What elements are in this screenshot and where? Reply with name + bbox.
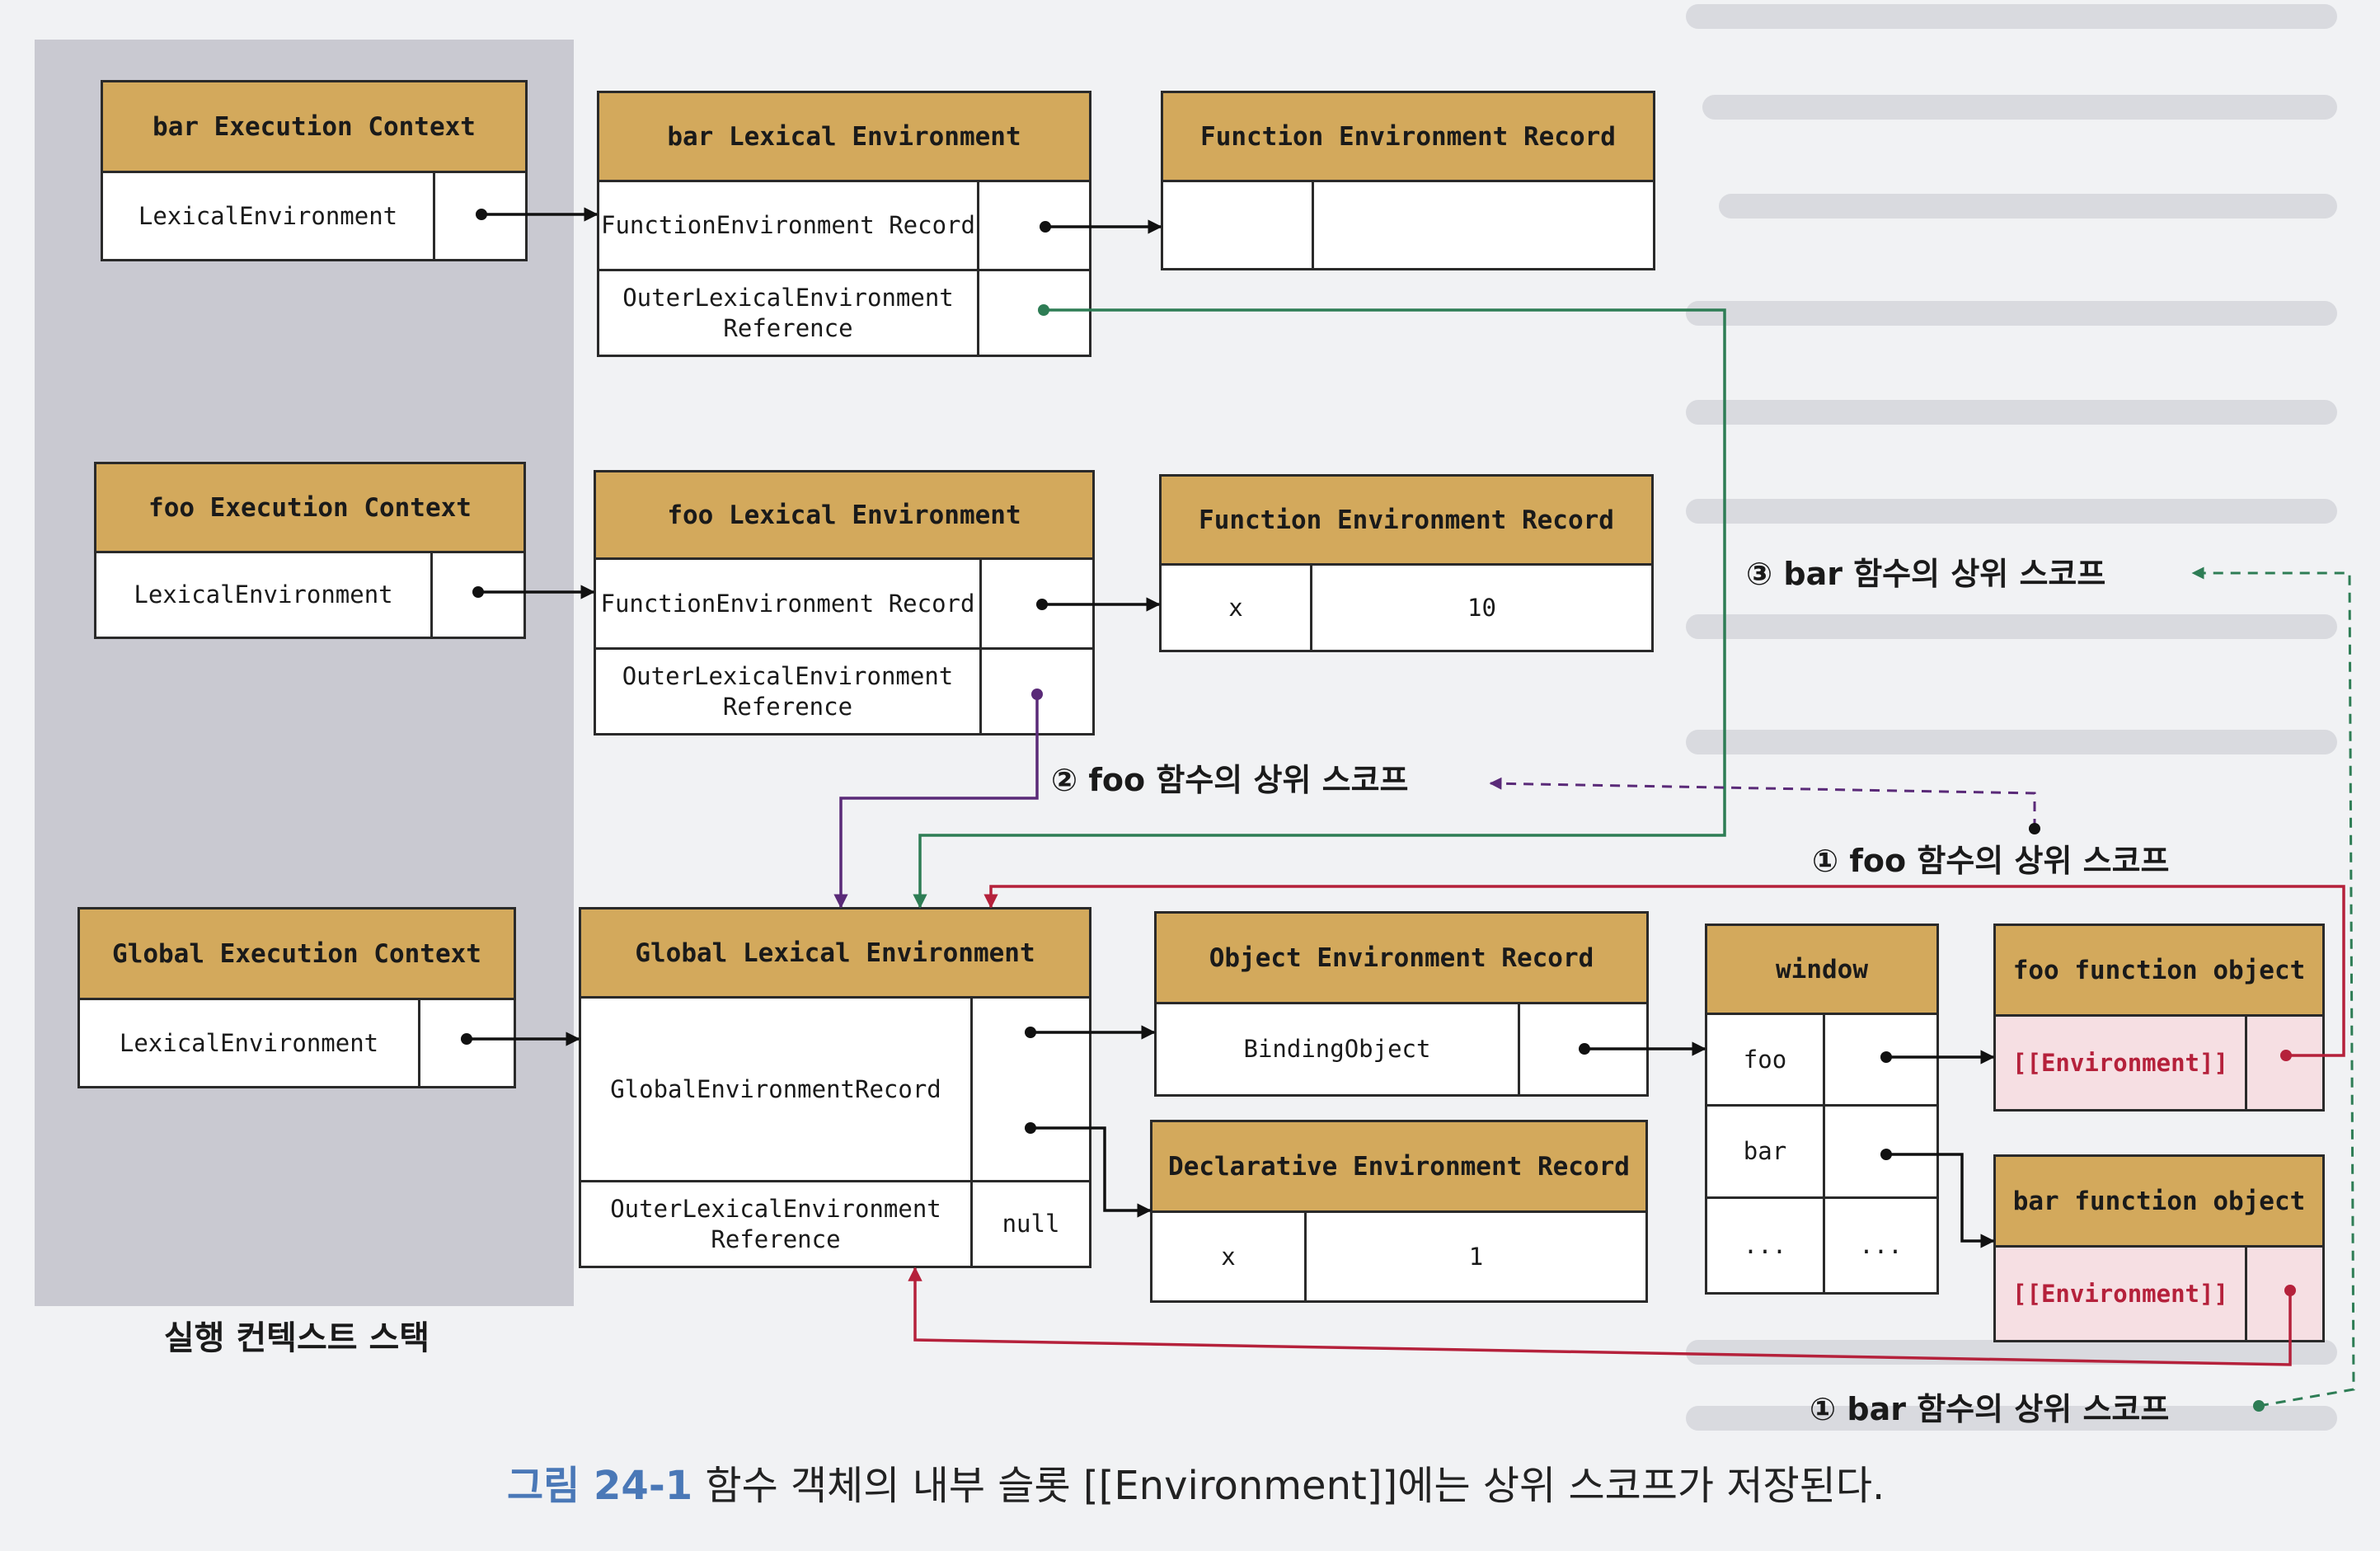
bar-ec-pointer-cell <box>433 173 525 259</box>
global-le-ger: GlobalEnvironmentRecord <box>610 1074 941 1103</box>
foo-le-outer: OuterLexicalEnvironment Reference <box>596 647 979 733</box>
bar-le-title: bar Lexical Environment <box>599 93 1089 182</box>
dot-bar-outer <box>1038 304 1049 316</box>
global-le-outer-null: null <box>970 1180 1089 1266</box>
dot-foo-fer <box>1036 599 1048 610</box>
window-row-foo: foo <box>1743 1045 1787 1074</box>
foo-le-title: foo Lexical Environment <box>596 472 1092 560</box>
bar-fer-value-cell <box>1312 182 1653 268</box>
arrow-bar-env-to-global-le <box>908 1267 2292 1366</box>
foo-le-fer: FunctionEnvironment Record <box>600 589 975 618</box>
annotation-foo-upper-scope-2: ② foo 함수의 상위 스코프 <box>1051 762 1409 798</box>
dot-ger-1 <box>1025 1027 1036 1038</box>
window-row-ellipsis-value: ... <box>1823 1196 1936 1292</box>
dot-window-foo <box>1880 1051 1892 1063</box>
foo-le-outer-pointer <box>979 647 1092 733</box>
dot-binding-object <box>1579 1043 1590 1055</box>
foo-function-environment-record: Function Environment Record x 10 <box>1159 474 1654 652</box>
foo-ec-title: foo Execution Context <box>96 464 523 553</box>
declarative-er-value: 1 <box>1304 1213 1645 1300</box>
foo-fer-title: Function Environment Record <box>1162 477 1651 566</box>
declarative-environment-record: Declarative Environment Record x 1 <box>1150 1120 1648 1303</box>
foo-fn-environment-slot: [[Environment]] <box>1996 1017 2245 1109</box>
dot-ger-2 <box>1025 1122 1036 1134</box>
foo-ec-lexenv: LexicalEnvironment <box>134 580 393 609</box>
arrow-foo-env-to-global-le <box>983 885 2345 1057</box>
declarative-er-key: x <box>1221 1242 1236 1271</box>
arrow-ger-to-declarative-er <box>1030 1126 1152 1218</box>
annotation-foo-upper-scope-1: ① foo 함수의 상위 스코프 <box>1812 843 2170 879</box>
bar-le-outer-pointer <box>977 269 1089 355</box>
dot-bar-fer <box>1040 221 1051 233</box>
object-er-binding-pointer <box>1518 1004 1646 1094</box>
window-title: window <box>1707 926 1936 1015</box>
dot-bar-annotation <box>2253 1400 2265 1412</box>
declarative-er-title: Declarative Environment Record <box>1152 1122 1645 1213</box>
dot-bar-ec <box>476 209 487 220</box>
dot-foo-annotation <box>2029 823 2040 834</box>
global-le-outer: OuterLexicalEnvironment Reference <box>581 1180 970 1266</box>
window-row-foo-pointer <box>1823 1015 1936 1104</box>
leader-bar-upper-scope <box>2191 566 2355 1408</box>
bar-fn-environment-pointer <box>2245 1248 2322 1340</box>
dot-foo-ec <box>472 586 484 598</box>
foo-fn-title: foo function object <box>1996 926 2322 1017</box>
foo-le-fer-pointer <box>979 560 1092 647</box>
bar-ec-lexenv: LexicalEnvironment <box>138 201 398 230</box>
annotation-bar-upper-scope-1: ① bar 함수의 상위 스코프 <box>1810 1391 2170 1427</box>
bar-fn-title: bar function object <box>1996 1157 2322 1248</box>
window-row-bar: bar <box>1707 1104 1823 1196</box>
foo-lexical-environment: foo Lexical Environment FunctionEnvironm… <box>594 470 1095 736</box>
leader-foo-upper-scope <box>1489 777 2036 829</box>
bar-fer-title: Function Environment Record <box>1163 93 1653 182</box>
dot-global-ec <box>461 1033 472 1045</box>
global-ec-lexenv: LexicalEnvironment <box>119 1028 379 1057</box>
object-er-title: Object Environment Record <box>1157 914 1646 1004</box>
arrow-foo-outer-to-global-le <box>833 694 1039 909</box>
object-er-binding: BindingObject <box>1243 1035 1431 1064</box>
figure-caption-text: 함수 객체의 내부 슬롯 [[Environment]]에는 상위 스코프가 저… <box>692 1463 1885 1509</box>
global-execution-context: Global Execution Context LexicalEnvironm… <box>77 907 516 1088</box>
stack-label: 실행 컨텍스트 스택 <box>163 1319 430 1357</box>
figure-caption: 그림 24-1 함수 객체의 내부 슬롯 [[Environment]]에는 상… <box>507 1453 1885 1511</box>
bar-fn-environment-slot: [[Environment]] <box>1996 1248 2245 1340</box>
global-le-title: Global Lexical Environment <box>581 909 1089 999</box>
dot-foo-fn-env <box>2280 1050 2292 1061</box>
foo-fer-value: 10 <box>1310 566 1651 650</box>
dot-window-bar <box>1880 1149 1892 1160</box>
arrow-bar-outer-to-global-le <box>913 308 1726 909</box>
global-ec-pointer-cell <box>418 1000 514 1086</box>
global-ec-title: Global Execution Context <box>80 909 514 1000</box>
bar-le-fer: FunctionEnvironment Record <box>601 211 975 240</box>
bar-lexical-environment: bar Lexical Environment FunctionEnvironm… <box>597 91 1091 357</box>
bar-function-environment-record: Function Environment Record <box>1161 91 1655 270</box>
arrow-window-bar-to-bar-fn <box>1886 1153 1995 1248</box>
dot-foo-outer <box>1031 689 1043 700</box>
bar-function-object: bar function object [[Environment]] <box>1993 1154 2325 1342</box>
window-row-ellipsis-key: ... <box>1707 1196 1823 1292</box>
global-le-ger-pointers <box>970 999 1089 1180</box>
foo-fn-environment-pointer <box>2245 1017 2322 1109</box>
foo-execution-context: foo Execution Context LexicalEnvironment <box>94 462 526 639</box>
dot-bar-fn-env <box>2284 1285 2296 1296</box>
bar-ec-title: bar Execution Context <box>103 82 525 173</box>
object-environment-record: Object Environment Record BindingObject <box>1154 911 1649 1097</box>
foo-fer-key: x <box>1228 593 1243 622</box>
window-object: window foo bar ... ... <box>1705 924 1939 1295</box>
window-row-bar-pointer <box>1823 1104 1936 1196</box>
annotation-bar-upper-scope-3: ③ bar 함수의 상위 스코프 <box>1746 556 2106 592</box>
bar-execution-context: bar Execution Context LexicalEnvironment <box>101 80 528 261</box>
foo-ec-pointer-cell <box>430 553 523 637</box>
background-page-text <box>1686 4 2337 1431</box>
figure-number: 그림 24-1 <box>507 1463 693 1509</box>
bar-le-fer-pointer <box>977 182 1089 269</box>
foo-function-object: foo function object [[Environment]] <box>1993 924 2325 1112</box>
bar-le-outer: OuterLexicalEnvironment Reference <box>599 269 977 355</box>
